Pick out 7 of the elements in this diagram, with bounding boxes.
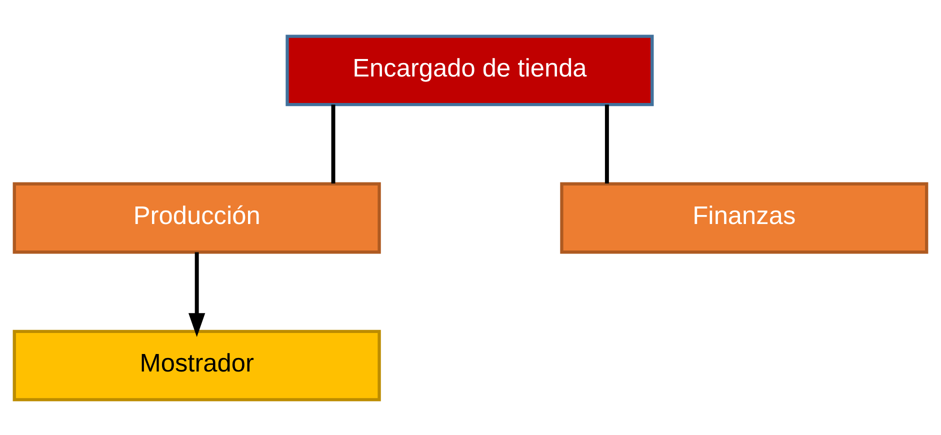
connector xyxy=(331,104,336,183)
node-box: Producción xyxy=(12,182,381,254)
node-box: Encargado de tienda xyxy=(286,34,654,106)
node-box: Mostrador xyxy=(12,329,381,401)
connector xyxy=(604,104,609,183)
arrow xyxy=(188,252,206,336)
node-box: Finanzas xyxy=(560,182,928,254)
